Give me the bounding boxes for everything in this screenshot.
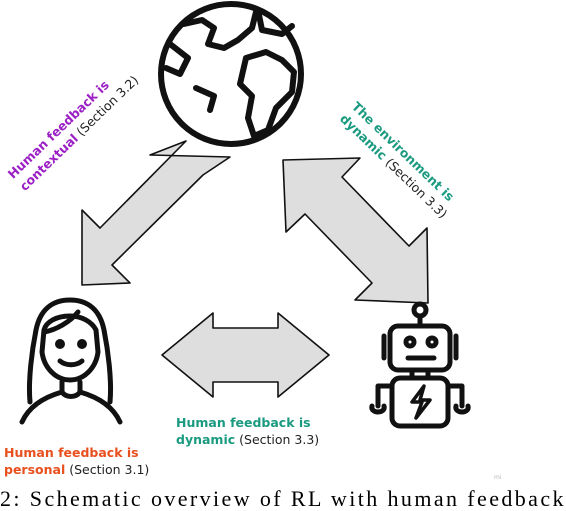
environment-arrow [282, 157, 429, 304]
dynamic-label: Human feedback is dynamic (Section 3.3) [176, 414, 319, 448]
watermark-text: mi [494, 474, 502, 481]
dynamic-highlight-1: Human feedback is [176, 415, 311, 430]
diagram-canvas [19, 1, 471, 429]
dynamic-highlight-2: dynamic [176, 432, 236, 447]
dynamic-arrow [161, 312, 330, 398]
context-arrow [81, 140, 231, 286]
woman-icon [19, 297, 123, 425]
personal-highlight-2: personal [4, 462, 66, 477]
figure-caption-text: 2: Schematic overview of RL with human f… [0, 486, 566, 511]
personal-label: Human feedback is personal (Section 3.1) [4, 444, 149, 478]
personal-highlight-1: Human feedback is [4, 445, 139, 460]
figure-caption: 2: Schematic overview of RL with human f… [0, 486, 564, 510]
dynamic-section-ref: (Section 3.3) [239, 432, 320, 447]
robot-icon [369, 301, 471, 429]
personal-section-ref: (Section 3.1) [69, 462, 150, 477]
globe-icon [158, 1, 304, 147]
